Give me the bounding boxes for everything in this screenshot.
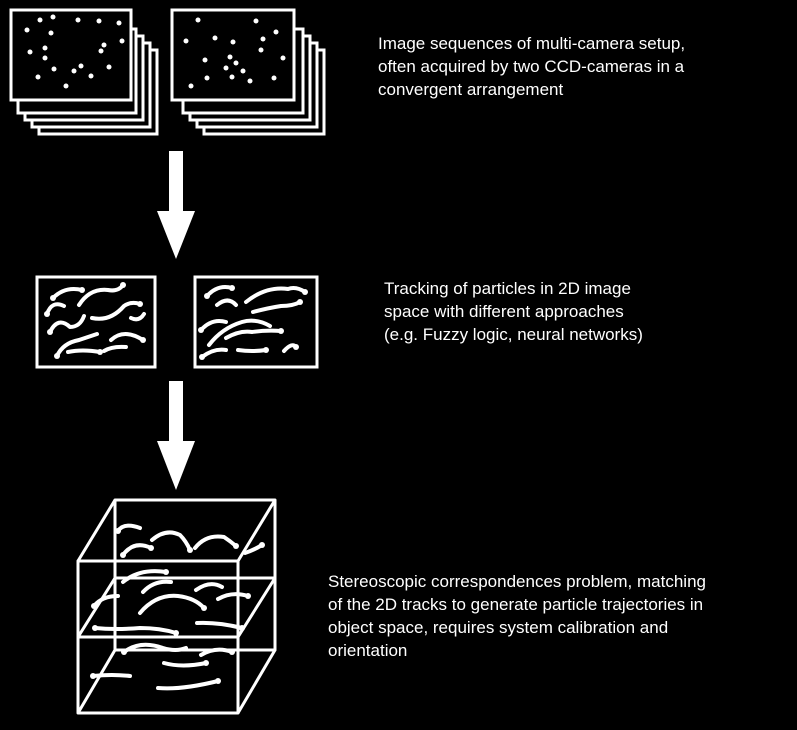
caption-line: often acquired by two CCD-cameras in a xyxy=(378,57,685,76)
caption-line: convergent arrangement xyxy=(378,80,564,99)
particle-trajectory-points xyxy=(90,528,265,684)
down-arrow-icon xyxy=(157,381,195,490)
camera-image-stack-left-icon xyxy=(9,8,159,136)
track-frame-left-icon xyxy=(35,275,157,369)
caption-line: Tracking of particles in 2D image xyxy=(384,279,631,298)
down-arrow-icon xyxy=(157,151,195,259)
caption-line: object space, requires system calibratio… xyxy=(328,618,669,637)
caption-line: of the 2D tracks to generate particle tr… xyxy=(328,595,704,614)
particle-dots-right xyxy=(183,17,286,89)
track-frame-right-icon xyxy=(193,275,319,369)
caption-line: orientation xyxy=(328,641,408,660)
camera-image-stack-right-icon xyxy=(170,8,326,136)
caption-line: Stereoscopic correspondences problem, ma… xyxy=(328,572,706,591)
caption-line: (e.g. Fuzzy logic, neural networks) xyxy=(384,325,643,344)
caption-2d-tracking: Tracking of particles in 2D image space … xyxy=(384,277,714,346)
particle-dots-left xyxy=(24,14,125,89)
caption-line: Image sequences of multi-camera setup, xyxy=(378,34,686,53)
caption-3d-correspondence: Stereoscopic correspondences problem, ma… xyxy=(328,570,794,662)
caption-line: space with different approaches xyxy=(384,302,624,321)
wireframe-cube-icon xyxy=(76,498,277,715)
caption-image-sequences: Image sequences of multi-camera setup, o… xyxy=(378,32,778,101)
